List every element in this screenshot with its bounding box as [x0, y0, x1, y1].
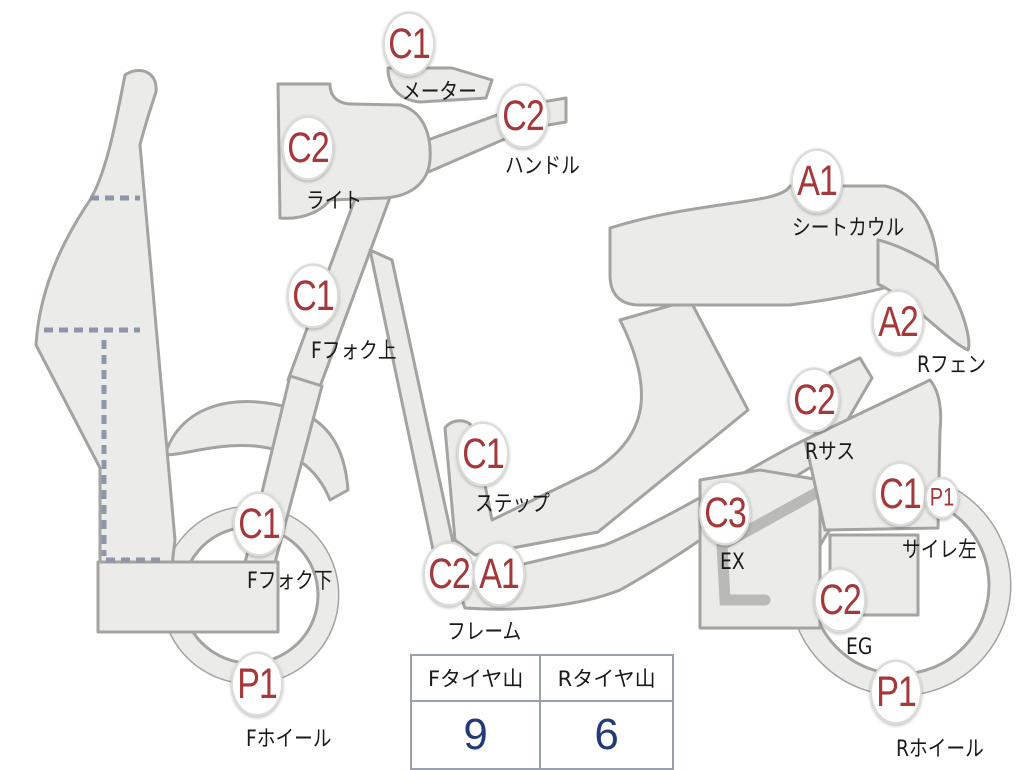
engine-badge: C2	[814, 567, 866, 633]
step-label: ステップ	[475, 492, 550, 517]
frame-guide-dashes	[44, 195, 162, 563]
fork-lower-label: Fフォク下	[247, 569, 333, 594]
fork-upper-label: Fフォク上	[311, 339, 397, 364]
frame-c-badge: C2	[423, 541, 475, 607]
fork-upper-badge: C1	[287, 263, 339, 329]
meter-label: メーター	[402, 80, 477, 105]
rear-fender-label: Rフェン	[917, 353, 987, 378]
light-label: ライト	[306, 189, 363, 214]
tire-table-header-row: Fタイヤ山 Rタイヤ山	[409, 654, 674, 702]
meter-badge: C1	[383, 11, 435, 77]
front-fender-shape	[163, 400, 350, 502]
fork-lower-badge: C1	[233, 491, 285, 557]
exhaust-label: EX	[720, 550, 745, 575]
exhaust-badge: C3	[699, 480, 751, 546]
rear-suspension-label: Rサス	[805, 440, 856, 465]
front-wheel-label: Fホイール	[246, 727, 332, 752]
step-badge: C1	[457, 421, 509, 487]
engine-label: EG	[846, 635, 873, 660]
tire-table-value-row: 9 6	[409, 700, 674, 770]
frame-a-badge: A1	[473, 541, 525, 607]
front-tire-header: Fタイヤ山	[409, 654, 542, 702]
seat-cowl-label: シートカウル	[792, 216, 905, 241]
frame-downtube-shape	[368, 248, 462, 585]
seat-cowl-badge: A1	[791, 148, 843, 214]
front-wheel-badge: P1	[231, 651, 283, 717]
muffler-left-label: サイレ左	[902, 538, 977, 563]
rear-tire-value: 6	[539, 700, 674, 770]
exhaust-pipe-shape	[716, 482, 831, 606]
seat-cowl-shape	[608, 184, 940, 307]
handle-label: ハンドル	[505, 154, 580, 179]
rear-fender-badge: A2	[872, 289, 924, 355]
step-floor-shape	[443, 298, 750, 557]
muffler-left-badge: C1	[874, 461, 926, 527]
frame-label: フレーム	[447, 620, 522, 645]
muffler-left-p-badge: P1	[925, 476, 959, 520]
rear-wheel-label: Rホイール	[896, 737, 984, 762]
rear-tire-header: Rタイヤ山	[539, 654, 674, 702]
meter-shape	[386, 66, 494, 104]
rear-suspension-badge: C2	[788, 367, 840, 433]
rear-wheel-badge: P1	[870, 659, 922, 725]
lower-front-panel-shape	[96, 560, 280, 634]
tire-depth-table: Fタイヤ山 Rタイヤ山 9 6	[409, 654, 674, 770]
front-cowl-shape	[34, 69, 177, 567]
handle-badge: C2	[497, 83, 549, 149]
light-badge: C2	[282, 115, 334, 181]
front-tire-value: 9	[409, 700, 542, 770]
